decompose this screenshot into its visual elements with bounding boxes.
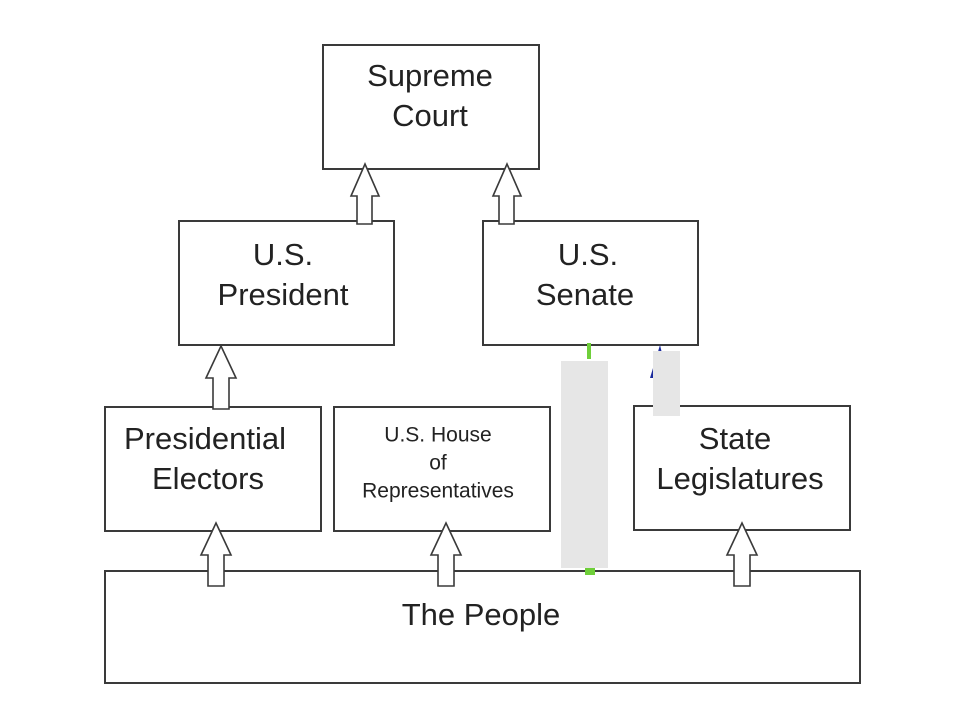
people-to-electors-arrow [199,521,233,587]
green-arrow-stub [587,343,591,359]
the-people-label: The People [402,597,561,632]
electors-label-line1: Presidential [124,421,286,456]
electors-label-line2: Electors [152,461,264,496]
gray-overlay-small [653,351,680,416]
supreme-court-box [322,44,540,170]
the-people-box [104,570,861,684]
senate-to-court-arrow [491,162,523,225]
us-president-box [178,220,395,346]
senate-label-line2: Senate [536,277,634,312]
legislatures-label-line1: State [699,421,771,456]
people-to-legislatures-arrow [725,521,759,587]
president-label-line2: President [218,277,349,312]
green-marker [585,566,595,575]
state-legislatures-box [633,405,851,531]
house-label-line3: Representatives [362,480,514,503]
us-house-box [333,406,551,532]
electors-to-president-arrow [204,344,238,410]
house-label-line1: U.S. House [384,424,491,447]
house-label-line2: of [429,452,447,475]
supreme-court-label-line1: Supreme [367,58,493,93]
senate-label-line1: U.S. [558,237,618,272]
presidential-electors-box [104,406,322,532]
supreme-court-label-line2: Court [392,98,468,133]
people-to-house-arrow [429,521,463,587]
president-to-court-arrow [349,162,381,225]
gray-overlay-bar [561,361,608,568]
us-senate-box [482,220,699,346]
legislatures-label-line2: Legislatures [656,461,823,496]
president-label-line1: U.S. [253,237,313,272]
